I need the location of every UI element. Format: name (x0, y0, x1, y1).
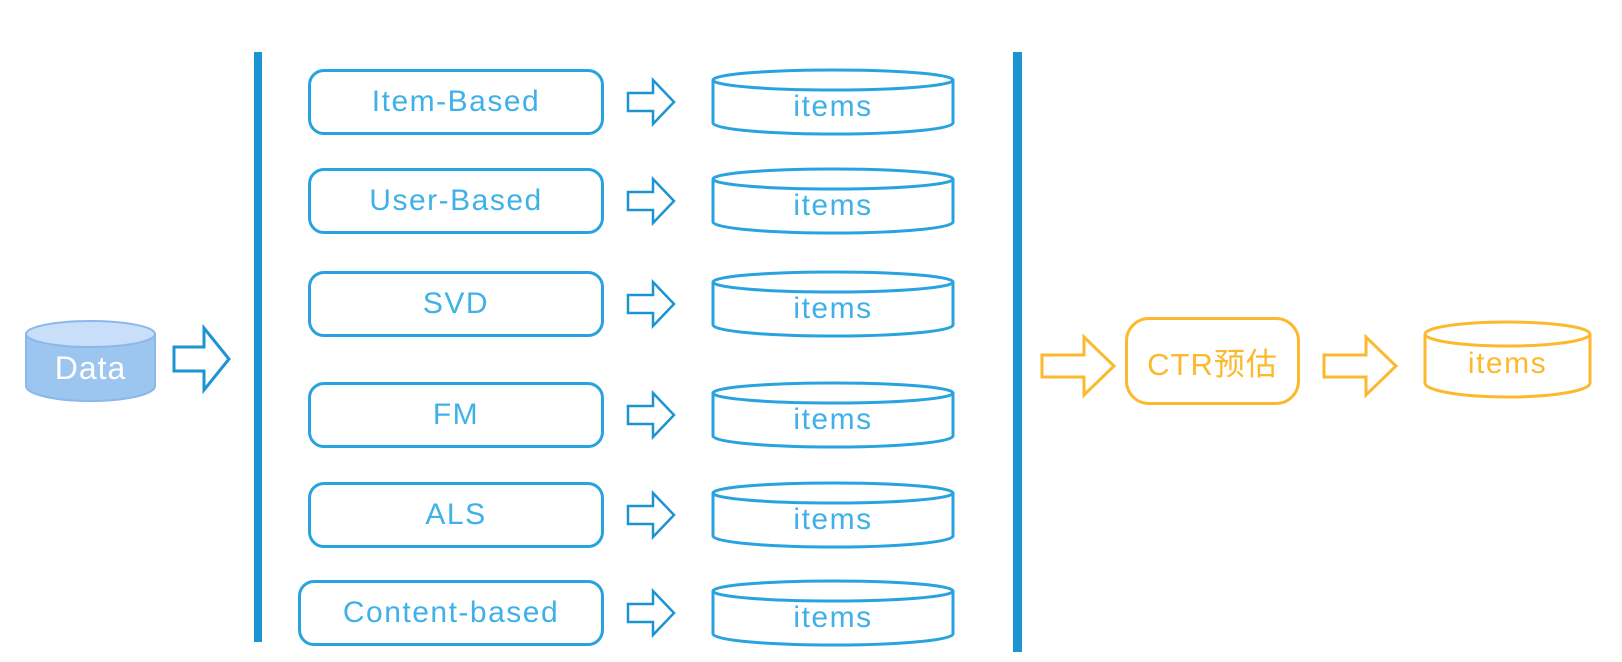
recall-row-arrow-icon (626, 76, 677, 128)
rank-to-output-arrow-icon (1322, 332, 1399, 400)
recall-method-box: User-Based (308, 168, 604, 234)
cylinder-shape-icon (711, 167, 955, 235)
recall-row-arrow-icon (626, 489, 677, 541)
ctr-prediction-box: CTR预估 (1125, 317, 1300, 405)
recall-stage-left-divider (254, 52, 262, 642)
items-label: items (1467, 347, 1548, 380)
recall-method-label: Item-Based (371, 85, 541, 118)
cylinder-shape-icon (711, 68, 955, 136)
recall-row-arrow-icon (626, 175, 677, 227)
items-label: items (793, 601, 873, 634)
recall-method-box: Item-Based (308, 69, 604, 135)
recall-to-rank-arrow-icon (1040, 332, 1117, 400)
recall-items-cylinder: items (710, 166, 956, 236)
items-label: items (793, 403, 873, 436)
recall-method-label: FM (432, 398, 480, 431)
recall-row-arrow-icon (626, 389, 677, 441)
recall-method-label: User-Based (369, 184, 543, 217)
cylinder-shape-icon (25, 320, 156, 402)
ctr-prediction-label: CTR预估 (1147, 346, 1278, 382)
recall-method-box: FM (308, 382, 604, 448)
cylinder-shape-icon (711, 481, 955, 549)
cylinder-shape-icon (711, 270, 955, 338)
ranked-items-cylinder: items (1422, 318, 1593, 400)
recall-method-box: ALS (308, 482, 604, 548)
cylinder-shape-icon (711, 381, 955, 449)
recall-method-box: SVD (308, 271, 604, 337)
items-label: items (793, 292, 873, 325)
recall-method-box: Content-based (298, 580, 604, 646)
cylinder-shape-icon (711, 579, 955, 647)
recall-method-label: Content-based (342, 596, 560, 629)
recall-method-label: ALS (425, 498, 487, 531)
data-to-recall-arrow-icon (172, 323, 232, 395)
recall-items-cylinder: items (710, 269, 956, 339)
recall-stage-right-divider (1013, 52, 1022, 652)
recall-row-arrow-icon (626, 587, 677, 639)
recall-items-cylinder: items (710, 480, 956, 550)
recall-items-cylinder: items (710, 380, 956, 450)
recall-row-arrow-icon (626, 278, 677, 330)
recall-method-label: SVD (422, 287, 490, 320)
cylinder-shape-icon (1423, 320, 1592, 399)
items-label: items (793, 189, 873, 222)
data-label: Data (54, 349, 127, 386)
recall-items-cylinder: items (710, 67, 956, 137)
recall-items-cylinder: items (710, 578, 956, 648)
items-label: items (793, 503, 873, 536)
data-source-cylinder: Data (23, 318, 158, 404)
items-label: items (793, 90, 873, 123)
